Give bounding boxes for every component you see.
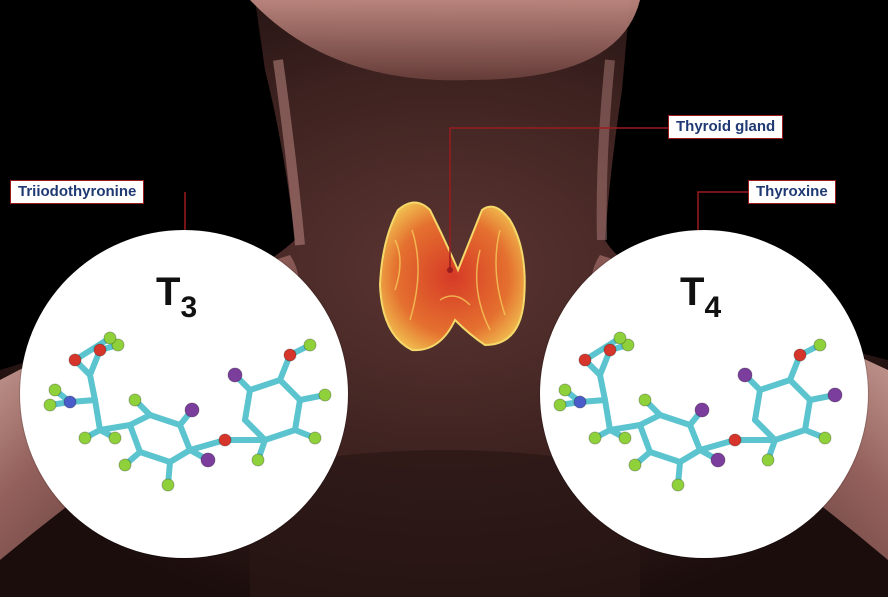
bond [277,377,303,403]
atom [618,431,632,445]
t4-symbol: T4 [680,270,721,324]
atom [63,395,77,409]
atom [694,402,710,418]
bond [87,372,98,403]
t4-subscript: 4 [704,291,722,324]
atom [161,478,175,492]
atom [621,338,635,352]
thyroid-callout-line [449,127,668,270]
bond [597,372,608,403]
atom [558,383,572,397]
atom [638,393,652,407]
atom [553,398,567,412]
bond [292,397,303,433]
bond [752,387,763,423]
bond [657,412,693,428]
atom [671,478,685,492]
bond [752,417,778,443]
atom [603,343,617,357]
bond [167,447,193,465]
bond [92,397,103,433]
thyroxine-label: Thyroxine [748,180,836,204]
atom [184,402,200,418]
atom [793,348,807,362]
atom [128,393,142,407]
atom [303,338,317,352]
atom [43,398,57,412]
atom [573,395,587,409]
bond [247,377,283,393]
bond [127,422,143,455]
bond [177,422,193,453]
bond [147,412,183,428]
atom [68,353,82,367]
bond [647,449,683,465]
t3-letter: T [156,270,181,314]
t3-molecule-icon [43,331,332,492]
atom [728,433,742,447]
bond [127,412,153,428]
bond [97,422,133,433]
bond [242,417,268,443]
bond [607,422,643,433]
atom [103,331,117,345]
bond [772,427,808,443]
bond [787,377,813,403]
bond [72,335,113,363]
atom [588,431,602,445]
atom [283,348,297,362]
t4-molecule-icon [553,331,843,492]
atom [48,383,62,397]
t3-symbol: T3 [156,270,197,324]
t3-subscript: 3 [180,291,198,324]
triiodothyronine-label: Triiodothyronine [10,180,145,204]
atom [93,343,107,357]
bond [187,437,228,453]
bond [757,377,793,393]
atom [308,431,322,445]
atom [227,367,243,383]
atom [118,458,132,472]
atom [761,453,775,467]
atom [818,431,832,445]
atom [218,433,232,447]
bond [262,427,298,443]
bond [802,397,813,433]
bond [687,422,703,453]
atom [108,431,122,445]
atom [251,453,265,467]
atom [710,452,726,468]
bond [602,397,613,433]
bond [637,422,653,455]
atom [111,338,125,352]
bond [697,437,738,453]
atom [318,388,332,402]
atom [78,431,92,445]
atom [613,331,627,345]
atom [628,458,642,472]
atom [578,353,592,367]
atom [200,452,216,468]
atom [827,387,843,403]
bond [582,335,623,363]
chin-shape [250,0,640,81]
bond [677,447,703,465]
t4-letter: T [680,270,705,314]
atom [737,367,753,383]
bond [242,387,253,423]
thyroid-gland [378,201,526,352]
t4-molecule-panel [540,230,868,558]
bond [137,449,173,465]
thyroid-gland-label: Thyroid gland [668,115,784,139]
atom [813,338,827,352]
bond [637,412,663,428]
